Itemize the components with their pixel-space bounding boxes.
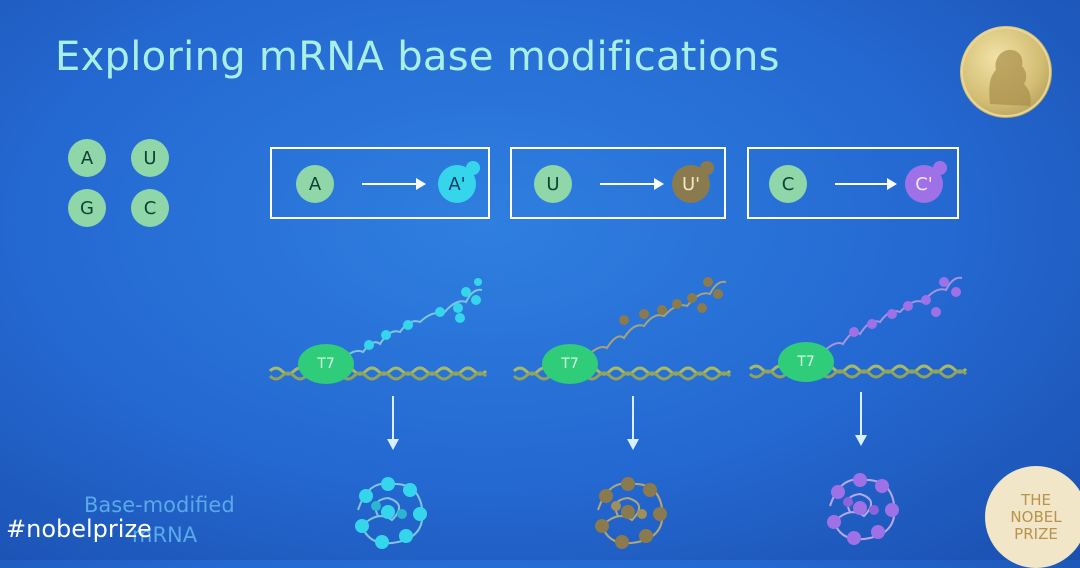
arrow-right-icon xyxy=(600,178,664,190)
modification-box-u: U U' xyxy=(510,147,726,219)
hashtag-overlay: #nobelprize xyxy=(6,515,152,543)
nobel-prize-logo: THE NOBEL PRIZE xyxy=(985,466,1080,568)
arrow-down-icon xyxy=(855,392,867,446)
folded-mrna-u-icon xyxy=(588,470,672,554)
logo-line-3: PRIZE xyxy=(1014,524,1058,543)
original-base: C xyxy=(769,165,807,203)
folded-mrna-c-icon xyxy=(820,466,904,550)
mrna-caption: Base-modified mRNA xyxy=(84,490,235,550)
t7-polymerase: T7 xyxy=(542,344,598,384)
t7-polymerase: T7 xyxy=(298,344,354,384)
modification-box-c: C C' xyxy=(747,147,959,219)
transcription-illustration-u: T7 xyxy=(512,268,742,388)
modified-base: A' xyxy=(438,161,480,203)
modified-base-label: U' xyxy=(681,173,701,195)
arrow-right-icon xyxy=(362,178,426,190)
modified-base: U' xyxy=(672,161,714,203)
arrow-right-icon xyxy=(835,178,897,190)
base-a-circle: A xyxy=(68,139,106,177)
t7-polymerase: T7 xyxy=(778,342,834,382)
transcription-illustration-a: T7 xyxy=(268,268,498,388)
folded-mrna-a-icon xyxy=(348,470,432,554)
modified-base: C' xyxy=(905,161,947,203)
logo-line-1: THE xyxy=(1021,490,1051,509)
modification-box-a: A A' xyxy=(270,147,490,219)
base-g-circle: G xyxy=(68,189,106,227)
arrow-down-icon xyxy=(387,396,399,450)
original-base: U xyxy=(534,165,572,203)
modification-dot-icon xyxy=(466,161,480,175)
logo-line-2: NOBEL xyxy=(1010,507,1062,526)
caption-line-1: Base-modified xyxy=(84,493,235,517)
modified-base-label: C' xyxy=(915,173,933,195)
transcription-illustration-c: T7 xyxy=(748,266,978,386)
original-base: A xyxy=(296,165,334,203)
nobel-medal xyxy=(960,26,1052,118)
base-u-circle: U xyxy=(131,139,169,177)
arrow-down-icon xyxy=(627,396,639,450)
modification-dot-icon xyxy=(700,161,714,175)
caption-line-2: mRNA xyxy=(132,523,198,547)
base-c-circle: C xyxy=(131,189,169,227)
modified-base-label: A' xyxy=(448,173,466,195)
modification-dot-icon xyxy=(933,161,947,175)
slide-title: Exploring mRNA base modifications xyxy=(55,34,780,80)
